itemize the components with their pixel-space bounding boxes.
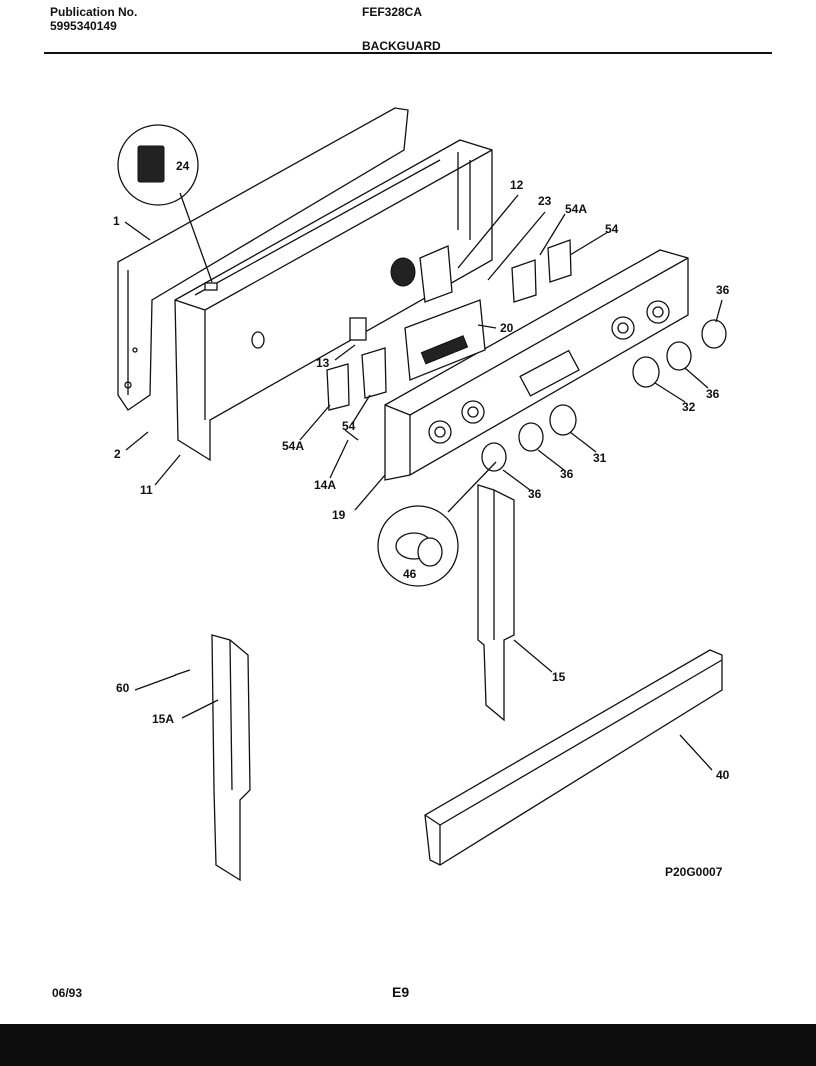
control-knobs [481, 319, 727, 472]
callout-54-top: 54 [605, 222, 619, 236]
callout-1: 1 [113, 214, 120, 228]
footer-page: E9 [392, 984, 409, 1000]
callout-54a-top: 54A [565, 202, 587, 216]
inset-knob-46 [377, 461, 497, 587]
callout-36-top: 36 [716, 283, 730, 297]
switch-assemblies [326, 239, 572, 441]
callout-2: 2 [114, 447, 121, 461]
callout-15a: 15A [152, 712, 174, 726]
callout-40: 40 [716, 768, 730, 782]
callout-54a-left: 54A [282, 439, 304, 453]
side-bracket-left-part [174, 634, 251, 882]
callout-13: 13 [316, 356, 330, 370]
callout-12: 12 [510, 178, 524, 192]
callout-19: 19 [332, 508, 346, 522]
callout-36-right: 36 [706, 387, 720, 401]
section-title: BACKGUARD [362, 39, 441, 53]
publication-number: 5995340149 [50, 19, 117, 33]
back-panel-part [117, 107, 409, 411]
callout-24: 24 [176, 159, 190, 173]
callout-11: 11 [140, 483, 153, 497]
diagram-code: P20G0007 [665, 865, 723, 879]
control-panel-part [384, 249, 689, 481]
scan-bottom-border [0, 1024, 816, 1066]
callout-31: 31 [593, 451, 607, 465]
callout-46: 46 [403, 567, 417, 581]
callout-23: 23 [538, 194, 552, 208]
callout-36-low: 36 [528, 487, 542, 501]
callout-36-mid: 36 [560, 467, 574, 481]
callout-60: 60 [116, 681, 130, 695]
trim-part [424, 649, 723, 866]
header-divider [44, 52, 772, 54]
callout-20: 20 [500, 321, 514, 335]
publication-label: Publication No. [50, 5, 138, 19]
footer-date: 06/93 [52, 986, 82, 1000]
callout-54-left: 54 [342, 419, 356, 433]
callout-15: 15 [552, 670, 566, 684]
callout-32: 32 [682, 400, 696, 414]
inset-switch-24 [117, 124, 199, 206]
callout-leaders [124, 192, 723, 771]
model-number: FEF328CA [362, 5, 423, 19]
callout-14a: 14A [314, 478, 336, 492]
side-bracket-part [477, 484, 515, 722]
